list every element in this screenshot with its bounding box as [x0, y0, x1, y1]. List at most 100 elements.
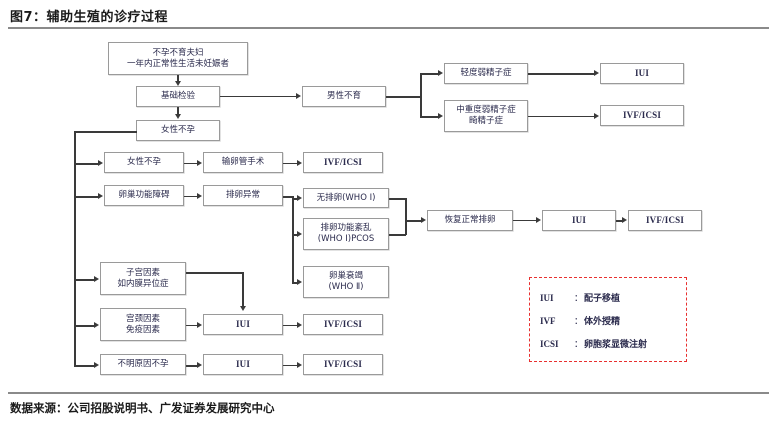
node-cervical-factor: 宫颈因素 免疫因素: [100, 308, 186, 341]
node-tubal-surgery: 输卵管手术: [203, 152, 283, 173]
connector-to-ovulation-disorder: [292, 234, 297, 236]
arrowhead-restore-to-iui: [536, 217, 541, 223]
connector-male-split: [420, 73, 422, 116]
legend-key-iui: IUI: [540, 293, 554, 303]
arrowhead-ovarian-to-ovulation: [197, 193, 202, 199]
node-iui-male: IUI: [600, 63, 684, 84]
arrowhead-iui-to-ivficsi-restore: [622, 217, 627, 223]
connector-trunk-to-ovarian: [74, 196, 98, 198]
legend-row-icsi: ICSI ： 卵胞浆显微注射: [540, 337, 647, 350]
connector-merge-to-restore: [405, 220, 421, 222]
node-ivficsi-tubal: IVF/ICSI: [303, 152, 383, 173]
node-ovulation-abnormal: 排卵异常: [203, 185, 283, 206]
connector-iui-to-ivficsi-cervical: [283, 325, 297, 326]
arrowhead-to-ovarian-failure: [297, 279, 302, 285]
connector-trunk-to-uterine: [74, 279, 94, 281]
connector-female-to-tubal: [184, 163, 197, 164]
footer-divider: [8, 392, 769, 394]
node-uterine-factor: 子宫因素 如内膜异位症: [100, 262, 186, 295]
connector-ovulation-split: [292, 196, 294, 282]
arrowhead-exam-to-male: [296, 93, 301, 99]
connector-unexplained-to-iui: [186, 365, 197, 367]
legend-row-ivf: IVF ： 体外授精: [540, 314, 620, 327]
arrowhead-trunk-to-cervical: [94, 322, 99, 328]
connector-trunk-to-cervical: [74, 325, 94, 327]
connector-ovarian-to-ovulation: [184, 196, 197, 197]
connector-male-to-mild: [420, 73, 438, 75]
node-male-infertility: 男性不育: [302, 86, 386, 107]
arrowhead-unexplained-to-iui: [197, 362, 202, 368]
node-anovulation: 无排卵(WHO Ⅰ): [303, 188, 389, 208]
figure-title: 图7：辅助生殖的诊疗过程: [10, 10, 169, 25]
connector-uterine-down: [242, 272, 244, 306]
arrowhead-to-anovulation: [297, 195, 302, 201]
legend-sep-ivf: ：: [574, 317, 584, 327]
connector-ovulation-out: [283, 196, 293, 198]
arrowhead-iui-to-ivficsi-unexplained: [297, 362, 302, 368]
arrowhead-to-ovulation-disorder: [297, 231, 302, 237]
arrowhead-uterine-to-iui: [239, 306, 246, 311]
node-ivficsi-unexplained: IVF/ICSI: [303, 354, 383, 375]
legend-box: IUI ： 配子移植 IVF ： 体外授精 ICSI ： 卵胞浆显微注射: [529, 277, 687, 362]
connector-restore-to-iui: [513, 220, 536, 221]
arrowhead-merge-to-restore: [421, 217, 426, 223]
arrowhead-couple-to-exam: [174, 81, 181, 86]
connector-trunk-to-female-branch: [74, 163, 98, 165]
connector-couple-to-exam: [177, 75, 179, 81]
source-note: 数据来源：公司招股说明书、广发证券发展研究中心: [10, 401, 275, 415]
node-ivficsi-male: IVF/ICSI: [600, 105, 684, 126]
arrowhead-tubal-to-ivficsi: [297, 160, 302, 166]
legend-key-ivf: IVF: [540, 316, 556, 326]
connector-cervical-to-iui: [186, 325, 197, 326]
legend-sep-icsi: ：: [574, 340, 584, 350]
node-iui-restore: IUI: [542, 210, 616, 231]
node-mild-oligospermia: 轻度弱精子症: [444, 63, 528, 84]
node-unexplained: 不明原因不孕: [100, 354, 186, 375]
arrowhead-trunk-to-unexplained: [94, 362, 99, 368]
connector-male-to-severe: [420, 116, 438, 118]
legend-row-iui: IUI ： 配子移植: [540, 291, 620, 304]
node-iui-cervical: IUI: [203, 314, 283, 335]
connector-tubal-to-ivficsi: [283, 163, 297, 164]
arrowhead-trunk-to-female-branch: [98, 160, 103, 166]
connector-female-to-trunk: [74, 131, 137, 133]
node-female-infertility-branch: 女性不孕: [104, 152, 184, 173]
connector-iui-to-ivficsi-restore: [616, 220, 622, 222]
connector-left-trunk: [74, 131, 76, 365]
connector-mild-to-iui: [528, 73, 594, 75]
node-ovarian-failure: 卵巢衰竭 (WHO Ⅱ): [303, 266, 389, 298]
node-severe-oligospermia: 中重度弱精子症 畸精子症: [444, 100, 528, 132]
node-ovulation-disorder: 排卵功能紊乱 (WHO Ⅰ)PCOS: [303, 218, 389, 250]
connector-who-merge: [405, 198, 407, 235]
connector-uterine-out: [186, 272, 243, 274]
node-ivficsi-restore: IVF/ICSI: [628, 210, 702, 231]
connector-exam-to-male: [220, 96, 296, 97]
connector-disorder-out: [389, 234, 406, 236]
connector-severe-to-ivficsi: [528, 116, 594, 117]
node-ovarian-dysfunction: 卵巢功能障碍: [104, 185, 184, 206]
connector-anovulation-out: [389, 198, 406, 200]
connector-iui-to-ivficsi-unexplained: [283, 365, 297, 366]
legend-value-ivf: 体外授精: [584, 317, 621, 327]
connector-male-out: [386, 96, 421, 98]
arrowhead-trunk-to-uterine: [94, 276, 99, 282]
arrowhead-female-to-tubal: [197, 160, 202, 166]
arrowhead-male-to-mild: [438, 70, 443, 76]
arrowhead-cervical-to-iui: [197, 322, 202, 328]
arrowhead-iui-to-ivficsi-cervical: [297, 322, 302, 328]
header-divider: [8, 27, 769, 29]
legend-value-iui: 配子移植: [584, 294, 621, 304]
legend-sep-iui: ：: [574, 294, 584, 304]
connector-exam-to-female: [177, 107, 179, 114]
connector-to-ovarian-failure: [292, 282, 297, 284]
node-iui-unexplained: IUI: [203, 354, 283, 375]
arrowhead-severe-to-ivficsi: [594, 113, 599, 119]
connector-to-anovulation: [292, 198, 297, 200]
connector-trunk-to-unexplained: [74, 365, 94, 367]
arrowhead-male-to-severe: [438, 113, 443, 119]
arrowhead-exam-to-female: [174, 114, 181, 119]
arrowhead-mild-to-iui: [594, 70, 599, 76]
arrowhead-trunk-to-ovarian: [98, 193, 103, 199]
node-basic-exam: 基础检验: [136, 86, 220, 107]
